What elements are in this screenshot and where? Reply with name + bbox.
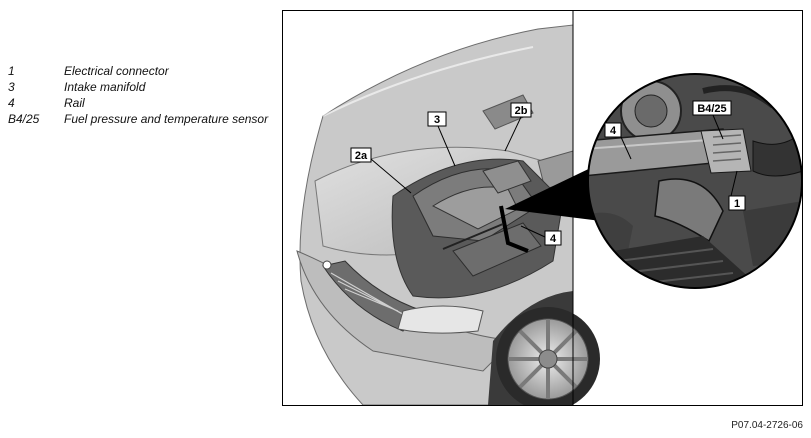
legend-item: 3 Intake manifold xyxy=(8,80,270,95)
legend-text: Rail xyxy=(64,96,85,110)
svg-text:2b: 2b xyxy=(515,105,528,117)
callout-2a: 2a xyxy=(350,147,412,194)
legend-item: B4/25 Fuel pressure and temperature sens… xyxy=(8,112,270,127)
legend-code: B4/25 xyxy=(8,112,40,126)
legend-list: 1 Electrical connector 3 Intake manifold… xyxy=(8,64,270,128)
svg-text:4: 4 xyxy=(610,125,617,137)
svg-text:3: 3 xyxy=(434,114,440,126)
callout-3: 3 xyxy=(427,111,456,167)
svg-text:B4/25: B4/25 xyxy=(697,103,726,115)
figure-frame: 2a 3 2b 4 4 B4/25 xyxy=(282,10,803,406)
legend-text: Electrical connector xyxy=(64,64,169,78)
illustration: 2a 3 2b 4 4 B4/25 xyxy=(296,11,802,405)
detail-circle xyxy=(587,73,802,289)
legend-code: 3 xyxy=(8,80,15,94)
svg-text:2a: 2a xyxy=(355,150,368,162)
legend-item: 1 Electrical connector xyxy=(8,64,270,79)
callout-4: 4 xyxy=(520,225,562,246)
detail-callout-1: 1 xyxy=(728,170,746,211)
legend-text: Fuel pressure and temperature sensor xyxy=(64,112,269,126)
svg-text:1: 1 xyxy=(734,198,740,210)
zoom-pointer xyxy=(505,163,601,221)
legend-text: Intake manifold xyxy=(64,80,146,94)
car-illustration xyxy=(296,24,600,405)
svg-text:4: 4 xyxy=(550,233,557,245)
legend-code: 4 xyxy=(8,96,15,110)
detail-callout-b4-25: B4/25 xyxy=(692,100,732,140)
figure-reference: P07.04-2726-06 xyxy=(731,420,803,431)
legend-code: 1 xyxy=(8,64,15,78)
callout-2b: 2b xyxy=(504,102,532,152)
legend-item: 4 Rail xyxy=(8,96,270,111)
detail-callout-4: 4 xyxy=(604,122,632,160)
